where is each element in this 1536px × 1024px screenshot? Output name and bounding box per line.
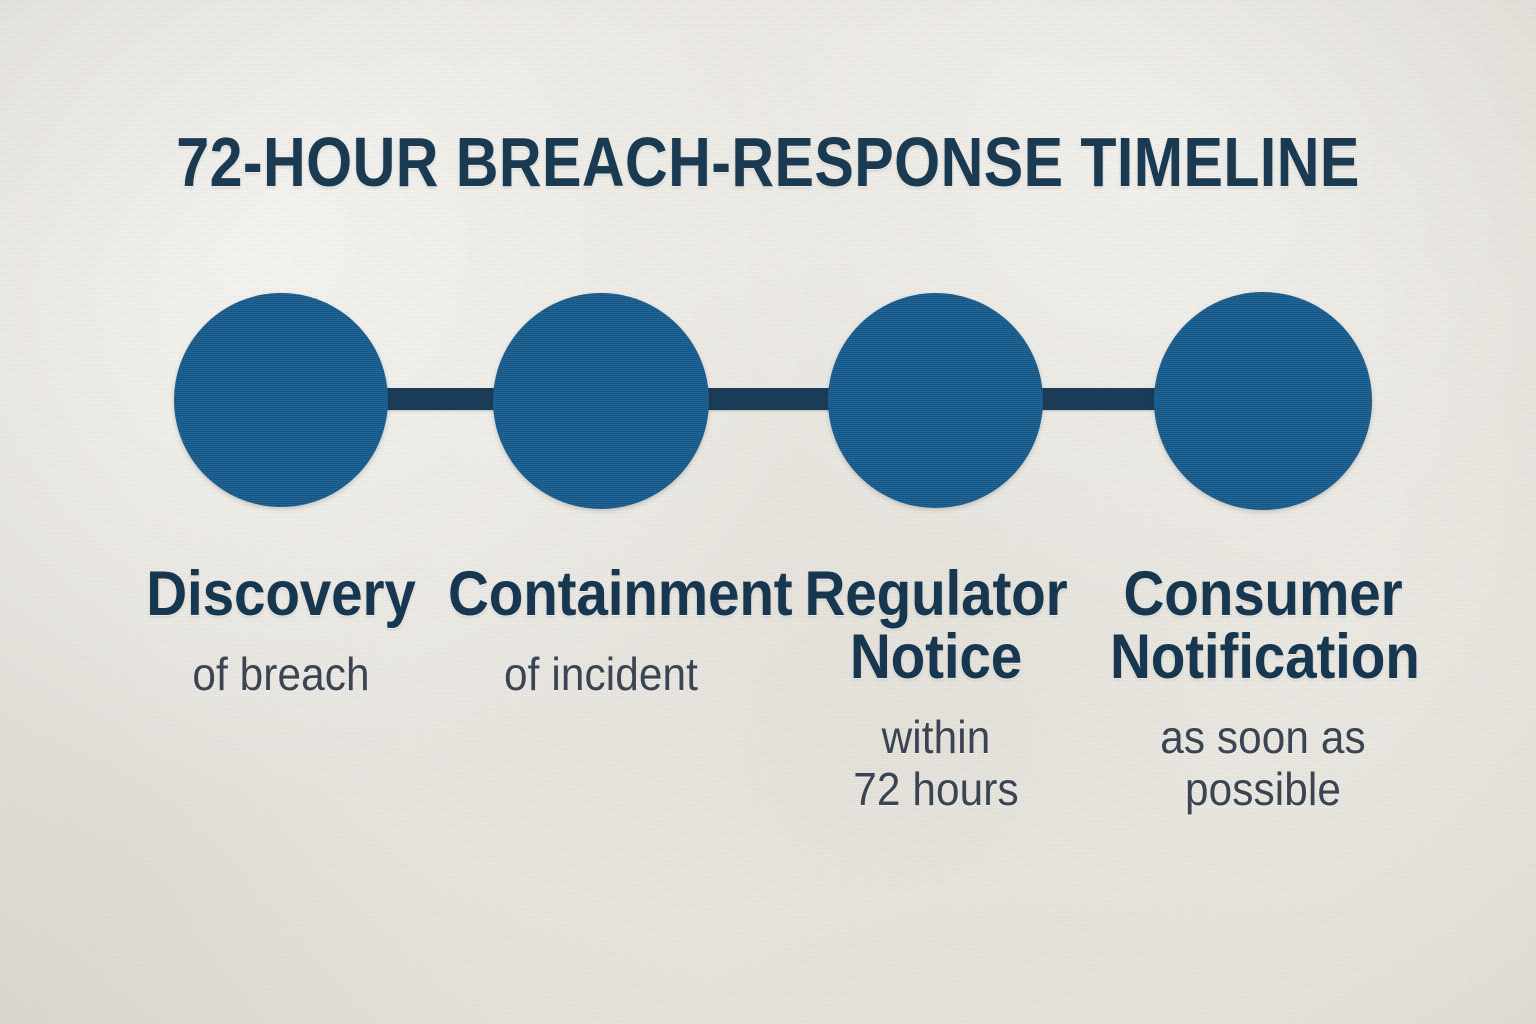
timeline-node-regulator-notice[interactable] — [828, 293, 1043, 508]
step-title-regulator-notice-line2: Notice — [849, 622, 1023, 692]
step-subtitle-discovery-line1: of breach — [192, 648, 370, 700]
timeline-step-regulator-notice[interactable]: Regulator Notice within 72 hours — [766, 559, 1106, 816]
timeline-node-consumer-notification[interactable] — [1154, 292, 1372, 510]
timeline-step-discovery[interactable]: Discovery of breach — [111, 559, 451, 701]
timeline-node-containment[interactable] — [493, 293, 709, 509]
step-subtitle-consumer-notification-line2: possible — [1184, 763, 1341, 815]
page-title: 72-HOUR BREACH-RESPONSE TIMELINE — [176, 123, 1360, 201]
step-title-consumer-notification-line1: Consumer — [1123, 559, 1403, 629]
timeline-step-consumer-notification[interactable]: Consumer Notification as soon as possibl… — [1093, 559, 1433, 816]
step-subtitle-containment-line1: of incident — [504, 648, 698, 700]
step-title-regulator-notice-line1: Regulator — [804, 559, 1068, 629]
step-title-discovery: Discovery — [146, 559, 416, 629]
timeline-step-containment[interactable]: Containment of incident — [431, 559, 793, 701]
step-subtitle-regulator-notice-line1: within — [881, 711, 991, 763]
step-title-containment: Containment — [448, 559, 793, 629]
step-subtitle-consumer-notification-line1: as soon as — [1160, 711, 1366, 763]
step-subtitle-regulator-notice-line2: 72 hours — [853, 763, 1019, 815]
step-title-consumer-notification-line2: Notification — [1110, 622, 1420, 692]
timeline-node-discovery[interactable] — [174, 293, 388, 507]
